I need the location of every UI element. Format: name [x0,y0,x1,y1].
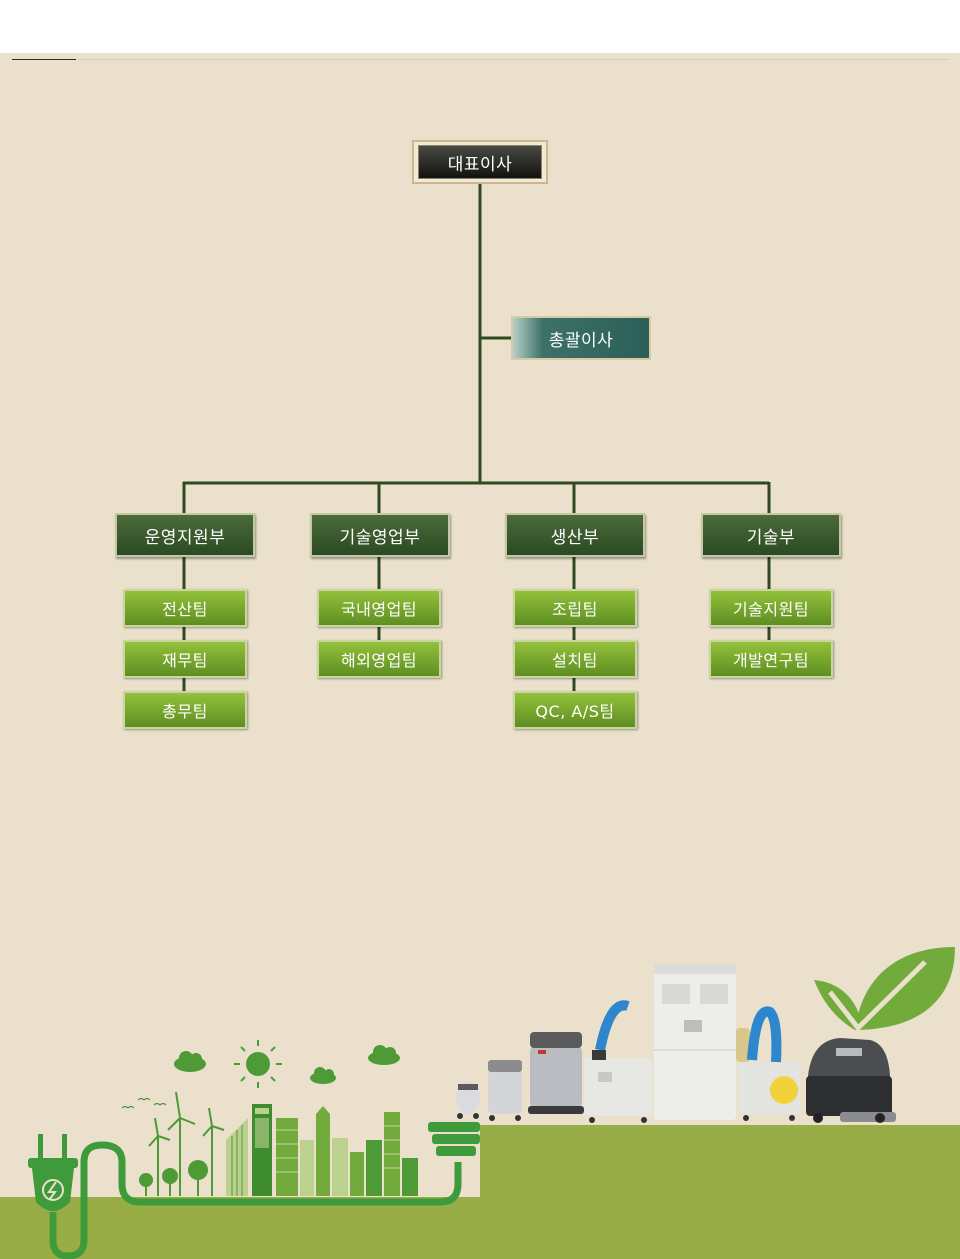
ground-band [0,1125,960,1259]
team-label: 설치팀 [552,651,598,670]
team-box: 해외영업팀 [317,640,441,678]
floor-scrubber-icon [806,1038,896,1123]
team-box: 개발연구팀 [709,640,833,678]
power-plug-icon [28,1134,78,1211]
general-manager-box: 총괄이사 [511,316,651,360]
team-box: 전산팀 [123,589,247,627]
team-box: 설치팀 [513,640,637,678]
dust-collector-icon [738,1006,800,1121]
cloud-icon [368,1045,400,1065]
dust-collector-icon [584,1000,652,1123]
ceo-label: 대표이사 [447,154,513,175]
department-label: 운영지원부 [144,527,226,548]
team-label: 총무팀 [162,702,208,721]
general-manager-label: 총괄이사 [548,330,614,351]
sun-icon [234,1040,282,1088]
org-connectors [182,184,771,692]
team-box: 국내영업팀 [317,589,441,627]
team-label: QC, A/S팀 [535,702,615,721]
city-skyline-icon [226,1104,418,1196]
department-label: 생산부 [550,527,600,548]
department-box: 운영지원부 [115,513,255,557]
team-box: QC, A/S팀 [513,691,637,729]
team-label: 해외영업팀 [340,651,418,670]
leaf-icon [814,947,955,1032]
team-box: 기술지원팀 [709,589,833,627]
department-label: 기술부 [746,527,796,548]
department-box: 기술부 [701,513,841,557]
department-box: 기술영업부 [310,513,450,557]
wind-turbine-icon [148,1117,171,1196]
ceo-box: 대표이사 [412,140,548,184]
team-box: 총무팀 [123,691,247,729]
vacuum-cleaner-icon [488,1060,522,1121]
team-box: 조립팀 [513,589,637,627]
team-label: 국내영업팀 [340,600,418,619]
team-label: 기술지원팀 [732,600,810,619]
team-label: 재무팀 [162,651,208,670]
eco-illustration [0,947,960,1259]
department-label: 기술영업부 [339,527,421,548]
team-label: 조립팀 [552,600,598,619]
team-box: 재무팀 [123,640,247,678]
vacuum-cleaner-icon [456,1082,480,1119]
dust-collector-icon [654,964,750,1120]
power-cord [49,1141,462,1259]
wind-turbine-icon [202,1107,225,1196]
cloud-icon [174,1051,206,1072]
department-box: 생산부 [505,513,645,557]
header-divider [12,59,950,60]
team-label: 개발연구팀 [732,651,810,670]
team-label: 전산팀 [162,600,208,619]
socket-icon [428,1122,480,1156]
cloud-icon [310,1067,336,1084]
wind-turbine-icon [167,1091,196,1196]
vacuum-cleaner-icon [528,1032,584,1114]
